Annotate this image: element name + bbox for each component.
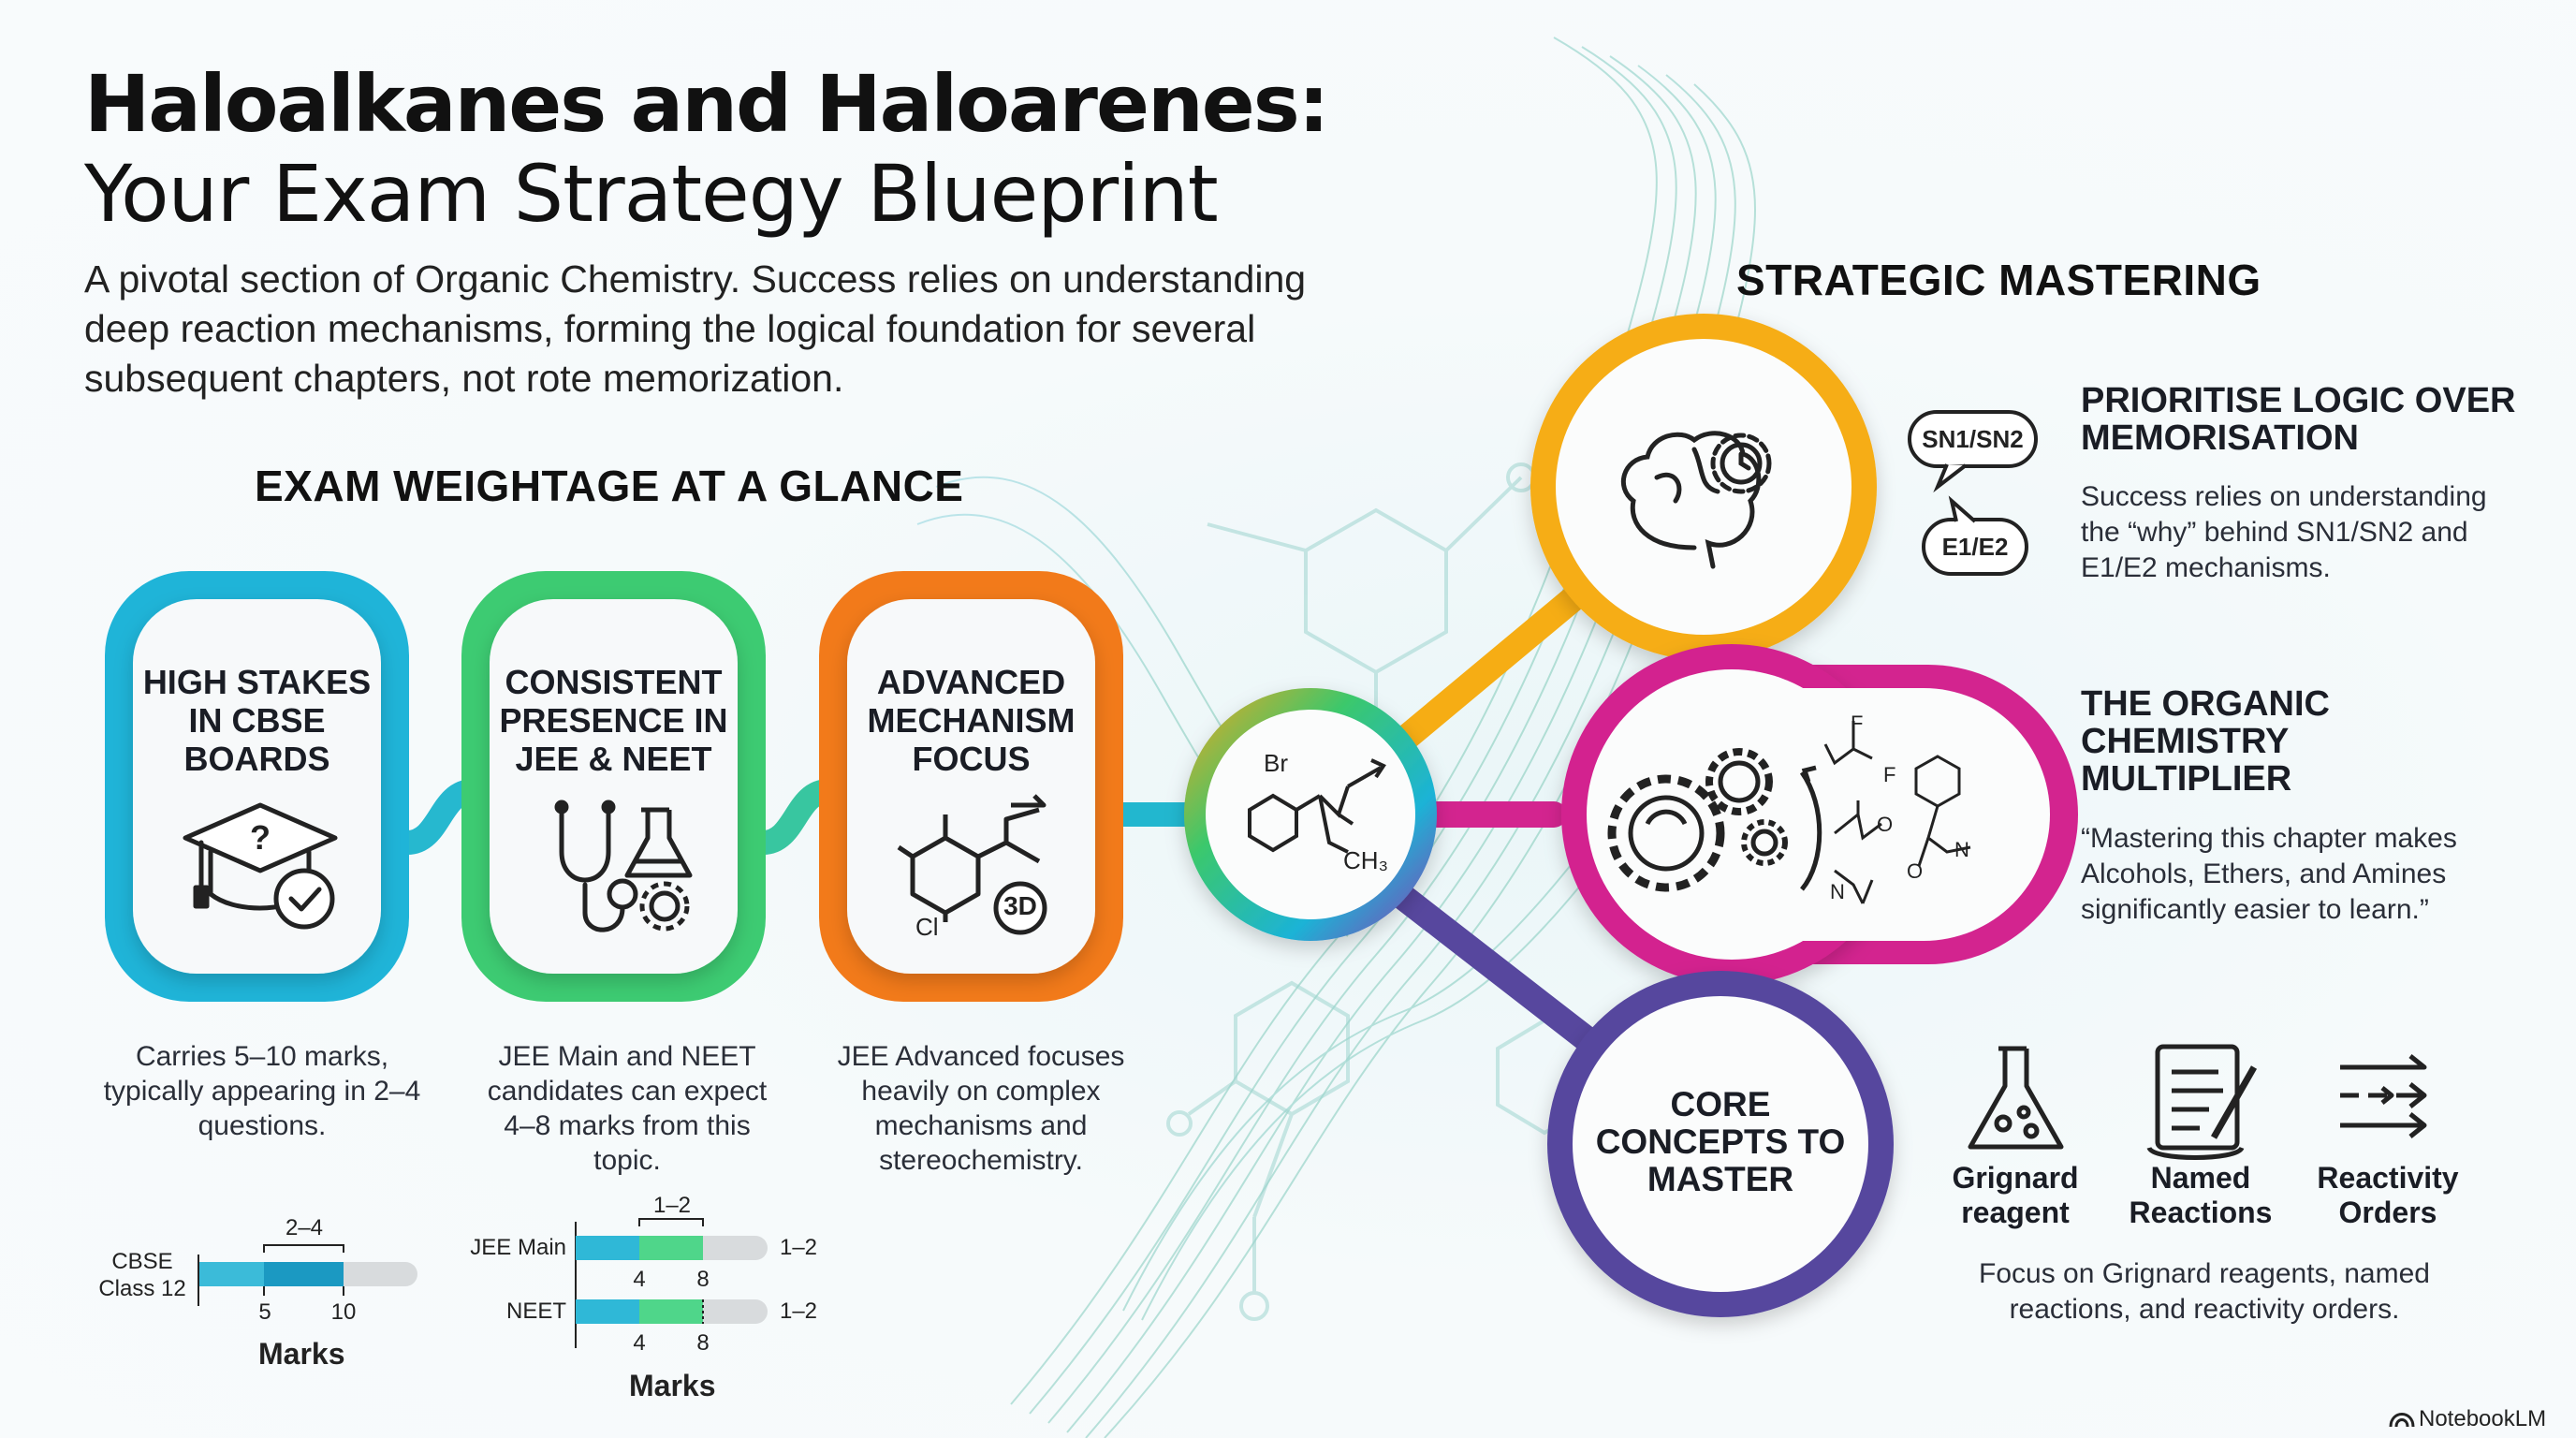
cbse-tick-10: 10 xyxy=(330,1299,357,1325)
cbse-tick-5: 5 xyxy=(258,1299,271,1325)
jee-right-label: 1–2 xyxy=(779,1235,818,1260)
jee-row-label: JEE Main xyxy=(470,1235,566,1260)
molecule-icon xyxy=(897,794,1047,935)
fluorine-label-1: F xyxy=(1851,712,1864,735)
weightage-heading: EXAM WEIGHTAGE AT A GLANCE xyxy=(255,462,964,510)
nitrogen-label-2: N xyxy=(1830,880,1845,903)
neet-tick-8: 8 xyxy=(696,1330,710,1356)
flask-icon xyxy=(624,807,693,878)
strategic-heading: STRATEGIC MASTERING xyxy=(1736,256,2261,304)
oxygen-label-1: O xyxy=(1877,813,1894,836)
speech-bubbles xyxy=(1908,410,2038,576)
cbse-axis-label: Marks xyxy=(258,1337,345,1371)
core-item-named-reactions: Named Reactions xyxy=(2129,1161,2273,1229)
gears-icon xyxy=(1607,748,1822,892)
notebooklm-logo-icon xyxy=(2389,1413,2415,1428)
core-item-grignard: Grignard reagent xyxy=(1952,1161,2079,1229)
jee-axis-label: Marks xyxy=(629,1369,716,1402)
card-desc-jee-neet: JEE Main and NEET candidates can expect … xyxy=(487,1041,768,1176)
3d-badge: 3D xyxy=(1003,891,1037,920)
nitrogen-label-1: N xyxy=(1954,838,1969,861)
fluorine-label-2: F xyxy=(1883,763,1896,786)
jee-tick-8: 8 xyxy=(696,1267,710,1292)
core-concepts-desc: Focus on Grignard reagents, named reacti… xyxy=(1979,1258,2430,1325)
core-item-reactivity-orders: Reactivity Orders xyxy=(2317,1161,2459,1229)
weightage-cards-shapes xyxy=(105,571,1123,1002)
gear-icon xyxy=(639,881,690,932)
cbse-bar-chart xyxy=(198,1244,417,1306)
brand-label: NotebookLM xyxy=(2419,1406,2547,1431)
intro-paragraph: A pivotal section of Organic Chemistry. … xyxy=(84,257,1307,400)
methyl-label: CH₃ xyxy=(1343,846,1389,874)
cbse-row-label: CBSE xyxy=(111,1249,173,1274)
neet-tick-4: 4 xyxy=(633,1330,646,1356)
svg-text:?: ? xyxy=(250,818,271,857)
core-concepts-title: CORE CONCEPTS TO MASTER xyxy=(1595,1085,1846,1198)
stethoscope-icon xyxy=(554,800,638,932)
reactivity-arrows-icon xyxy=(2340,1054,2427,1138)
page-subtitle: Your Exam Strategy Blueprint xyxy=(84,148,1219,240)
graduation-cap-icon: ? xyxy=(183,802,338,930)
oxygen-label-2: O xyxy=(1907,859,1924,883)
card-label-advanced: ADVANCED MECHANISM FOCUS xyxy=(867,663,1076,778)
page-title: Haloalkanes and Haloarenes: xyxy=(84,58,1329,150)
logic-desc: Success relies on understanding the “why… xyxy=(2081,481,2487,583)
brain-gear-icon xyxy=(1620,431,1772,569)
chlorine-label: Cl xyxy=(915,913,939,941)
grignard-flask-icon xyxy=(1968,1046,2064,1150)
hub-connectors xyxy=(1386,586,1600,1052)
jee-question-range: 1–2 xyxy=(652,1193,692,1218)
multiplier-title: THE ORGANIC CHEMISTRY MULTIPLIER xyxy=(2081,684,2330,799)
bromine-label: Br xyxy=(1264,749,1288,777)
neet-row-label: NEET xyxy=(505,1299,566,1324)
multiplier-desc: “Mastering this chapter makes Alcohols, … xyxy=(2081,823,2457,925)
card-label-cbse: HIGH STAKES IN CBSE BOARDS xyxy=(142,663,372,778)
card-desc-cbse: Carries 5–10 marks, typically appearing … xyxy=(103,1041,421,1141)
neet-right-label: 1–2 xyxy=(779,1299,818,1324)
sn-bubble-label: SN1/SN2 xyxy=(1922,425,2024,453)
named-reactions-scroll-icon xyxy=(2146,1044,2258,1160)
jee-neet-bar-chart xyxy=(575,1218,768,1348)
card-desc-advanced: JEE Advanced focuses heavily on complex … xyxy=(837,1041,1125,1176)
e-bubble-label: E1/E2 xyxy=(1941,533,2009,561)
logic-title: PRIORITISE LOGIC OVER MEMORISATION xyxy=(2081,381,2516,458)
card-label-jee-neet: CONSISTENT PRESENCE IN JEE & NEET xyxy=(499,663,728,778)
cbse-question-range: 2–4 xyxy=(285,1215,324,1240)
reaction-molecules-icon xyxy=(1823,721,1971,904)
jee-tick-4: 4 xyxy=(633,1267,646,1292)
cbse-row-sublabel: Class 12 xyxy=(98,1276,186,1301)
center-hub-shape xyxy=(1184,688,1437,941)
